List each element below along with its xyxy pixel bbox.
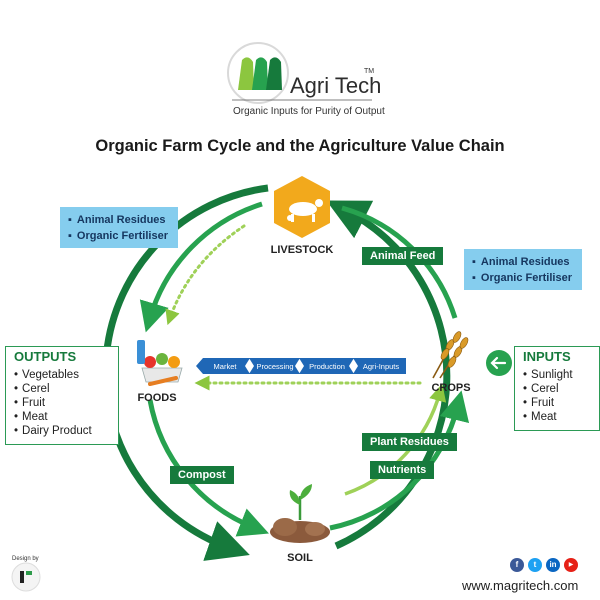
logo-icon: [227, 42, 289, 104]
outputs-item: Vegetables: [14, 368, 110, 382]
inputs-item: Meat: [523, 410, 591, 424]
outputs-title: OUTPUTS: [14, 349, 77, 364]
outputs-panel: OUTPUTS Vegetables Cerel Fruit Meat Dair…: [5, 346, 119, 445]
node-label-livestock: LIVESTOCK: [270, 244, 334, 256]
arrow-soil-to-crops: [329, 390, 470, 531]
chain-step-processing: Processing: [256, 362, 294, 371]
chain-step-production: Production: [309, 362, 345, 371]
node-label-foods: FOODS: [137, 392, 177, 404]
arrow-nutrients: [344, 383, 447, 496]
linkedin-icon[interactable]: in: [546, 558, 560, 572]
node-label-soil: SOIL: [287, 552, 313, 564]
livestock-icon: [274, 176, 330, 238]
inputs-title: INPUTS: [523, 349, 571, 364]
outputs-item: Fruit: [14, 396, 110, 410]
outputs-item: Cerel: [14, 382, 110, 396]
value-chain: [196, 358, 406, 374]
tag-plant-residues: Plant Residues: [362, 433, 457, 451]
foods-icon: [137, 340, 183, 386]
arrow-left-icon: [486, 350, 512, 376]
info-box-left: Animal Residues Organic Fertiliser: [60, 207, 178, 248]
arrow-livestock-to-foods: [139, 201, 263, 333]
tag-compost: Compost: [170, 466, 234, 484]
chain-step-market: Market: [213, 362, 237, 371]
page-title: Organic Farm Cycle and the Agriculture V…: [95, 137, 505, 155]
dotted-arrow-livestock-foods: [165, 224, 246, 326]
inputs-item: Fruit: [523, 396, 591, 410]
facebook-icon[interactable]: f: [510, 558, 524, 572]
wheat-icon: [432, 331, 469, 379]
node-label-crops: CROPS: [431, 382, 471, 394]
inputs-item: Sunlight: [523, 368, 591, 382]
info-item: Animal Residues: [472, 254, 572, 270]
cycle-arrow-right: [326, 200, 451, 550]
tag-animal-feed: Animal Feed: [362, 247, 444, 265]
logo-trademark: TM: [364, 68, 375, 75]
website-link[interactable]: www.magritech.com: [462, 578, 579, 593]
youtube-icon[interactable]: ▶: [564, 558, 578, 572]
soil-icon: [270, 484, 330, 543]
logo-name: Agri Tech: [290, 73, 382, 98]
inputs-item: Cerel: [523, 382, 591, 396]
outputs-item: Dairy Product: [14, 424, 110, 438]
tag-nutrients: Nutrients: [370, 461, 435, 479]
info-item: Organic Fertiliser: [472, 270, 572, 286]
logo-tagline: Organic Inputs for Purity of Output: [233, 106, 385, 117]
designer-logo-icon: [11, 562, 41, 592]
info-item: Organic Fertiliser: [68, 228, 168, 244]
twitter-icon[interactable]: t: [528, 558, 542, 572]
design-by-label: Design by: [12, 556, 39, 562]
outputs-item: Meat: [14, 410, 110, 424]
chain-step-agri-inputs: Agri-Inputs: [362, 362, 400, 371]
info-box-right: Animal Residues Organic Fertiliser: [464, 249, 582, 290]
inputs-panel: INPUTS Sunlight Cerel Fruit Meat: [514, 346, 600, 431]
info-item: Animal Residues: [68, 212, 168, 228]
